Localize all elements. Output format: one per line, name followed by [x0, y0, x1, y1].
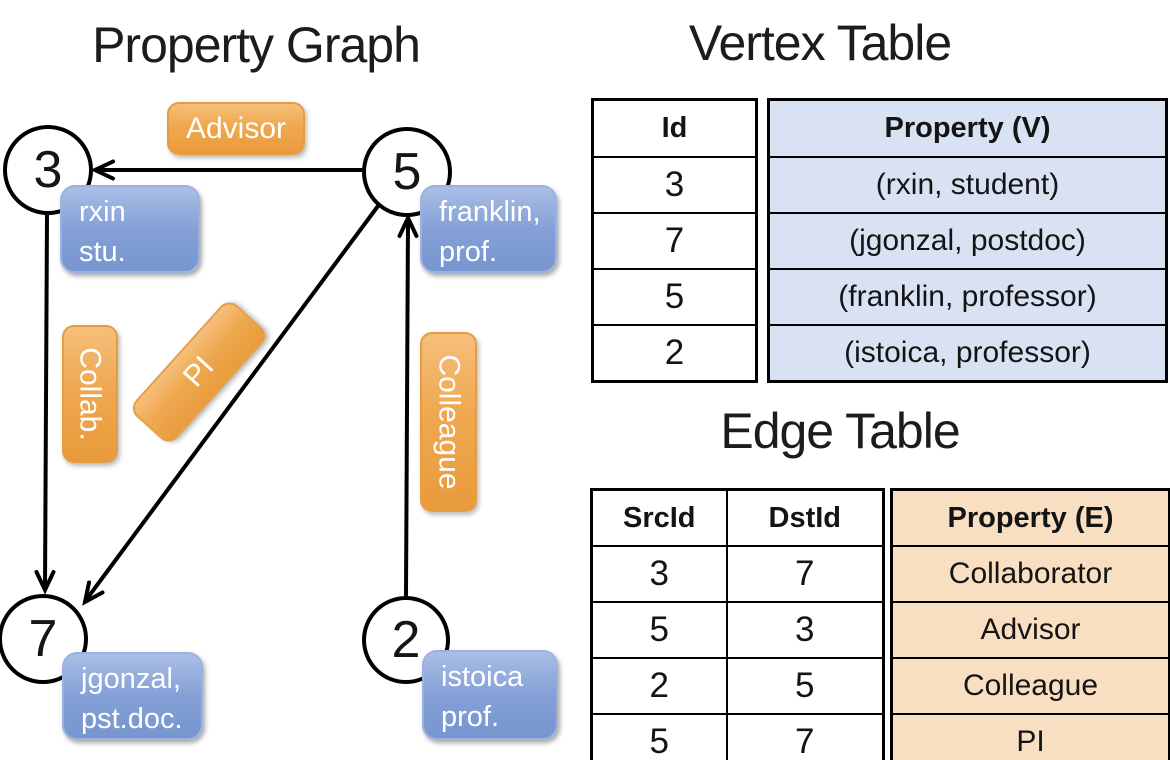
edge-table-property-column: Property (E) Collaborator Advisor Collea… — [890, 488, 1170, 760]
vertex-table-id-column: Id 3 7 5 2 — [591, 98, 758, 383]
vertex-table: Id 3 7 5 2 Property (V) (rxin, student) … — [591, 98, 1168, 383]
vertex-property-line: prof. — [441, 701, 500, 733]
table-cell: (jgonzal, postdoc) — [767, 212, 1168, 270]
vertex-property-line: stu. — [79, 236, 126, 268]
table-cell: 3 — [591, 156, 758, 214]
table-cell: 5 — [590, 601, 728, 659]
table-cell: Colleague — [890, 657, 1170, 715]
table-cell: 5 — [590, 713, 728, 760]
edge-pi-arrowhead-icon — [82, 580, 105, 606]
edge-collab-line — [43, 213, 49, 590]
vertex-id: 3 — [33, 141, 63, 199]
column-header-property-v: Property (V) — [767, 98, 1168, 158]
edge-label-advisor: Advisor — [167, 102, 305, 155]
vertex-property-line: rxin — [79, 196, 126, 228]
table-cell: 7 — [591, 212, 758, 270]
table-cell: Collaborator — [890, 545, 1170, 603]
vertex-property-box-3: rxin stu. — [60, 185, 200, 273]
table-cell: 2 — [591, 324, 758, 383]
edge-advisor-arrowhead-icon — [90, 159, 115, 181]
edge-label-collab: Collab. — [62, 325, 118, 463]
edge-colleague-line — [404, 218, 410, 597]
column-header-dstid: DstId — [725, 488, 885, 547]
table-cell: Advisor — [890, 601, 1170, 659]
vertex-node-2: 2 — [362, 596, 450, 684]
vertex-id: 5 — [392, 143, 422, 201]
edge-pi-line — [84, 204, 380, 602]
column-header-id: Id — [591, 98, 758, 158]
table-cell: (istoica, professor) — [767, 324, 1168, 383]
column-header-srcid: SrcId — [590, 488, 728, 547]
vertex-property-box-7: jgonzal, pst.doc. — [62, 652, 203, 740]
table-cell: 2 — [590, 657, 728, 715]
table-cell: 5 — [725, 657, 885, 715]
vertex-table-property-column: Property (V) (rxin, student) (jgonzal, p… — [767, 98, 1168, 383]
vertex-property-line: franklin, — [439, 196, 541, 228]
edge-collab-arrowhead-icon — [34, 570, 56, 595]
edge-table: SrcId DstId 3 7 5 3 2 5 5 7 Property (E)… — [590, 488, 1170, 760]
edge-label-text: PI — [176, 350, 221, 394]
vertex-property-line: jgonzal, — [81, 663, 181, 695]
edge-colleague-arrowhead-icon — [397, 213, 419, 238]
vertex-property-line: pst.doc. — [81, 703, 183, 735]
vertex-id: 7 — [28, 610, 58, 668]
property-graph-title: Property Graph — [92, 17, 421, 73]
edge-label-text: Advisor — [185, 111, 287, 145]
table-cell: 5 — [591, 268, 758, 326]
graph-edges-layer — [34, 159, 419, 606]
edge-label-text: Collab. — [74, 347, 108, 441]
table-cell: 3 — [725, 601, 885, 659]
table-cell: 7 — [725, 545, 885, 603]
vertex-property-box-2: istoica prof. — [422, 650, 558, 740]
vertex-id: 2 — [391, 611, 421, 669]
table-cell: PI — [890, 713, 1170, 760]
table-cell: 7 — [725, 713, 885, 760]
vertex-property-line: istoica — [441, 661, 524, 693]
table-cell: (rxin, student) — [767, 156, 1168, 214]
edge-table-src-dst-columns: SrcId DstId 3 7 5 3 2 5 5 7 — [590, 488, 885, 760]
vertex-property-box-5: franklin, prof. — [420, 185, 557, 273]
edge-table-title: Edge Table — [720, 403, 960, 459]
edge-label-colleague: Colleague — [420, 332, 477, 512]
table-cell: (franklin, professor) — [767, 268, 1168, 326]
table-cell: 3 — [590, 545, 728, 603]
column-header-property-e: Property (E) — [890, 488, 1170, 547]
vertex-table-title: Vertex Table — [688, 15, 952, 71]
edge-label-text: Colleague — [432, 354, 466, 490]
vertex-property-line: prof. — [439, 236, 498, 268]
